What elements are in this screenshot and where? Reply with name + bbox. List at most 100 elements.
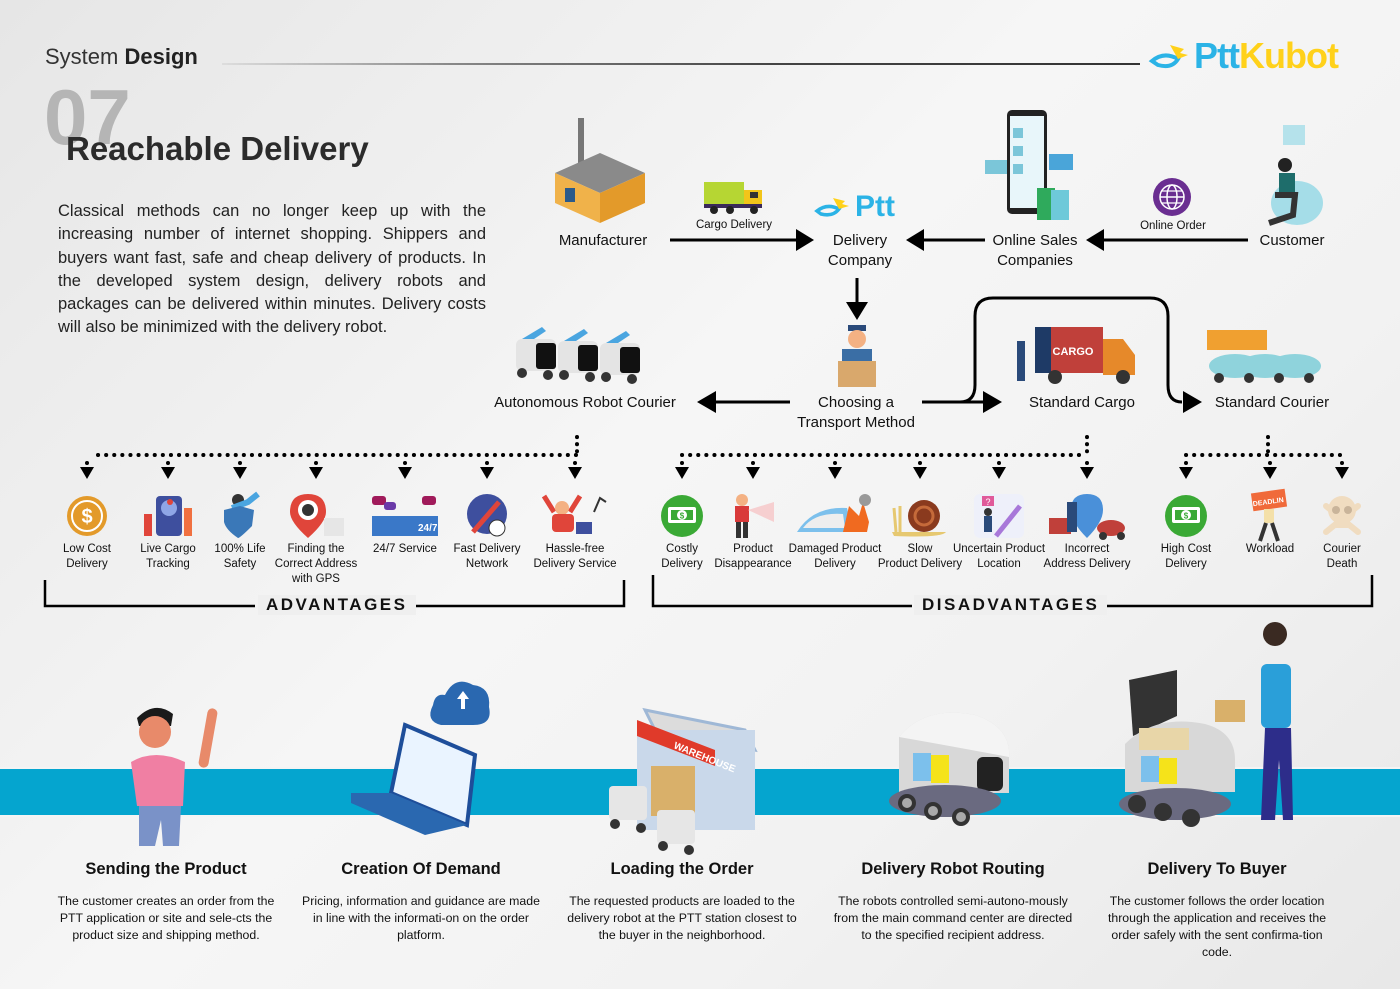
node-standard-courier: Standard Courier xyxy=(1214,394,1330,411)
node-choosing-line2: Transport Method xyxy=(797,414,915,431)
process-step-description: Pricing, information and guidance are ma… xyxy=(302,894,540,942)
dotted-arrow-head xyxy=(1080,467,1094,479)
dotted-arrow-head xyxy=(161,467,175,479)
svg-text:$: $ xyxy=(680,512,685,521)
money-icon: $ xyxy=(1136,494,1236,538)
disadvantage-label-line2: Location xyxy=(977,558,1021,570)
advantage-label-line3: with GPS xyxy=(292,573,340,585)
ptt-logo: Ptt xyxy=(814,190,895,224)
advantages-label: ADVANTAGES xyxy=(258,595,416,615)
advantage-label-line1: Low Cost xyxy=(63,543,111,555)
dotted-connector-dot xyxy=(573,461,577,465)
dotted-connector-dot xyxy=(403,461,407,465)
support-desk-icon: 24/7 xyxy=(355,494,455,538)
advantages-bracket-right xyxy=(410,580,626,608)
advantage-label-line2: Network xyxy=(465,558,509,570)
cargo-truck-icon xyxy=(704,182,762,214)
dotted-connector-dot xyxy=(918,461,922,465)
dotted-arrow-heads xyxy=(80,461,1349,479)
node-standard-cargo: Standard Cargo xyxy=(1029,394,1135,411)
header-divider xyxy=(222,63,1140,65)
pttkubot-logo: Ptt Kubot xyxy=(1148,35,1339,76)
ptt-bird-icon xyxy=(814,198,849,217)
advantage-label-line2: Correct Address xyxy=(274,558,358,570)
dotted-arrow-head xyxy=(1263,467,1277,479)
dotted-connector-dot xyxy=(1268,461,1272,465)
warehouse-icon: WAREHOUSE xyxy=(609,707,758,855)
fast-network-icon xyxy=(437,494,537,538)
advantage-label: 24/7 Service xyxy=(355,542,455,557)
advantage-label-line2: Tracking xyxy=(146,558,190,570)
disadvantage-label-line1: Workload xyxy=(1245,543,1295,555)
disadvantages-bracket-left xyxy=(651,575,912,608)
dotted-arrow-head xyxy=(309,467,323,479)
disadvantage-label-line2: Product Delivery xyxy=(877,558,963,570)
node-autonomous-robot-courier: Autonomous Robot Courier xyxy=(494,394,676,411)
disadvantage-label-line2: Delivery xyxy=(661,558,703,570)
page-title: Reachable Delivery xyxy=(66,130,369,167)
dotted-arrow-head xyxy=(992,467,1006,479)
disadvantage-item: DEADLIN Workload xyxy=(1220,488,1320,557)
svg-text:DEADLIN: DEADLIN xyxy=(1252,497,1284,508)
dotted-arrow-head xyxy=(80,467,94,479)
dotted-connector-dot xyxy=(833,461,837,465)
svg-text:$: $ xyxy=(81,506,92,528)
section-number: 07 xyxy=(44,73,131,161)
disadvantage-label-line1: Costly xyxy=(666,543,698,555)
dotted-connector-dot xyxy=(238,461,242,465)
disadvantage-label-line1: Product xyxy=(733,543,773,555)
map-tracking-icon xyxy=(118,494,218,538)
advantages-dotted-tree xyxy=(96,435,579,457)
shield-icon xyxy=(190,491,290,538)
node-online-sales-companies: Online Sales Companies xyxy=(978,231,1092,271)
advantage-label-line1: Live Cargo xyxy=(140,543,196,555)
intro-paragraph: Classical methods can no longer keep up … xyxy=(58,202,486,337)
disadvantage-label-line2: Address Delivery xyxy=(1043,558,1131,570)
disadvantage-label-line2: Death xyxy=(1326,558,1358,570)
advantages-bracket-left xyxy=(43,580,255,608)
search-person-icon xyxy=(703,494,803,538)
dotted-connector-dot xyxy=(751,461,755,465)
advantage-label-line2: Safety xyxy=(223,558,257,570)
advantage-label-line1: 24/7 Service xyxy=(373,543,437,555)
arrow-loop-to-courier xyxy=(959,296,1183,404)
dotted-connector-dot xyxy=(314,461,318,465)
disadvantages-label: DISADVANTAGES xyxy=(914,595,1108,615)
logo-kubot-text: Kubot xyxy=(1239,35,1339,76)
node-manufacturer: Manufacturer xyxy=(558,232,648,249)
disadvantage-label-line2: Disappearance xyxy=(714,558,792,570)
process-step-description: The customer follows the order location … xyxy=(1107,894,1327,959)
process-step-title: Loading the Order xyxy=(610,860,754,878)
burning-iron-icon xyxy=(785,494,885,538)
process-step-description: The requested products are loaded to the… xyxy=(567,894,797,942)
dotted-arrow-head xyxy=(568,467,582,479)
dotted-connector-dot xyxy=(1184,461,1188,465)
dotted-connector-dot xyxy=(85,461,89,465)
node-customer: Customer xyxy=(1259,232,1325,249)
disadvantage-label-line1: Incorrect xyxy=(1064,543,1110,555)
happy-person-icon xyxy=(525,494,625,538)
factory-icon xyxy=(555,118,645,223)
section-title-light: System xyxy=(45,44,119,69)
process-step-title: Delivery Robot Routing xyxy=(861,860,1045,878)
cloud-laptop-icon xyxy=(351,681,490,835)
disadvantage-label-line1: Courier xyxy=(1323,543,1361,555)
